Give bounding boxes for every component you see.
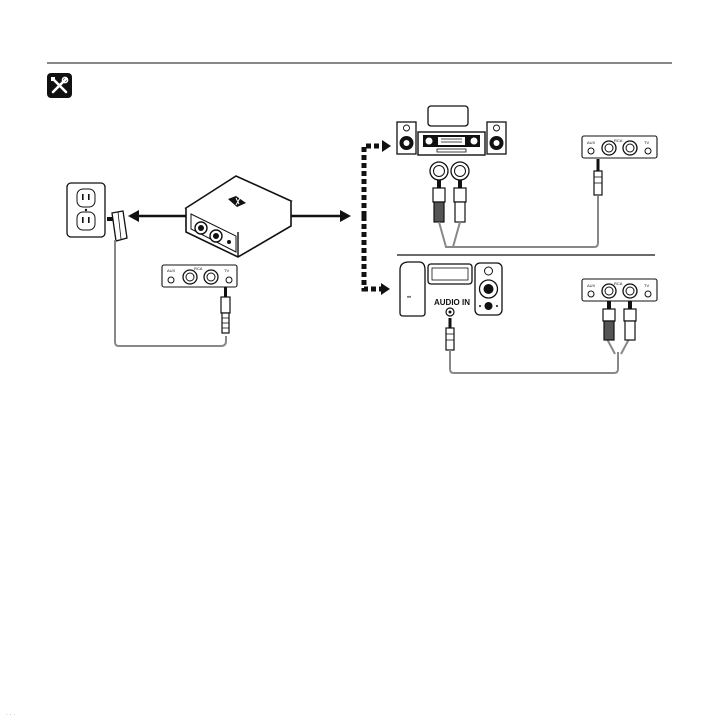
input-panel-bottom-right: AUX RCA TV [582,279,657,301]
center-speaker [428,106,468,126]
power-arrow [128,210,186,222]
rca-label-top: RCA [614,138,623,143]
barrel-plug [221,287,230,333]
subwoofer [400,262,425,316]
rca-to-aux-cable-bottom [450,339,629,373]
output-arrow [291,210,351,222]
rca-label-bottom: RCA [614,281,623,286]
aux-label-top: AUX [587,140,596,145]
input-panel-left: AUX RCA TV [162,265,237,287]
aux-plug-top [594,159,602,195]
rca-plugs-bottom [603,301,636,340]
power-cord [115,240,226,346]
footer-text: · · · [6,712,15,718]
tv-label-top: TV [644,140,649,145]
tv-label-bottom: TV [644,283,649,288]
input-panel-top-right: AUX RCA TV [582,136,657,158]
wall-outlet [67,183,105,237]
dotted-path-top [364,140,391,216]
rca-plugs-top [433,180,466,222]
bluetooth-receiver [186,176,291,257]
svg-text:♦♦: ♦♦ [407,294,411,299]
dotted-path-bottom [364,216,390,295]
tools-icon [47,73,72,98]
monitor-speaker [428,264,472,284]
aux-label: AUX [167,268,176,273]
audio-in-jack [446,308,454,316]
rca-label: RCA [194,266,203,271]
aux-plug-bottom [446,318,454,350]
power-adapter [107,211,127,241]
home-theater-system [397,106,506,155]
audio-in-label: AUDIO IN [434,298,470,307]
tv-label: TV [224,268,229,273]
aux-label-bottom: AUX [587,283,596,288]
receiver-rca-jacks [430,162,469,180]
